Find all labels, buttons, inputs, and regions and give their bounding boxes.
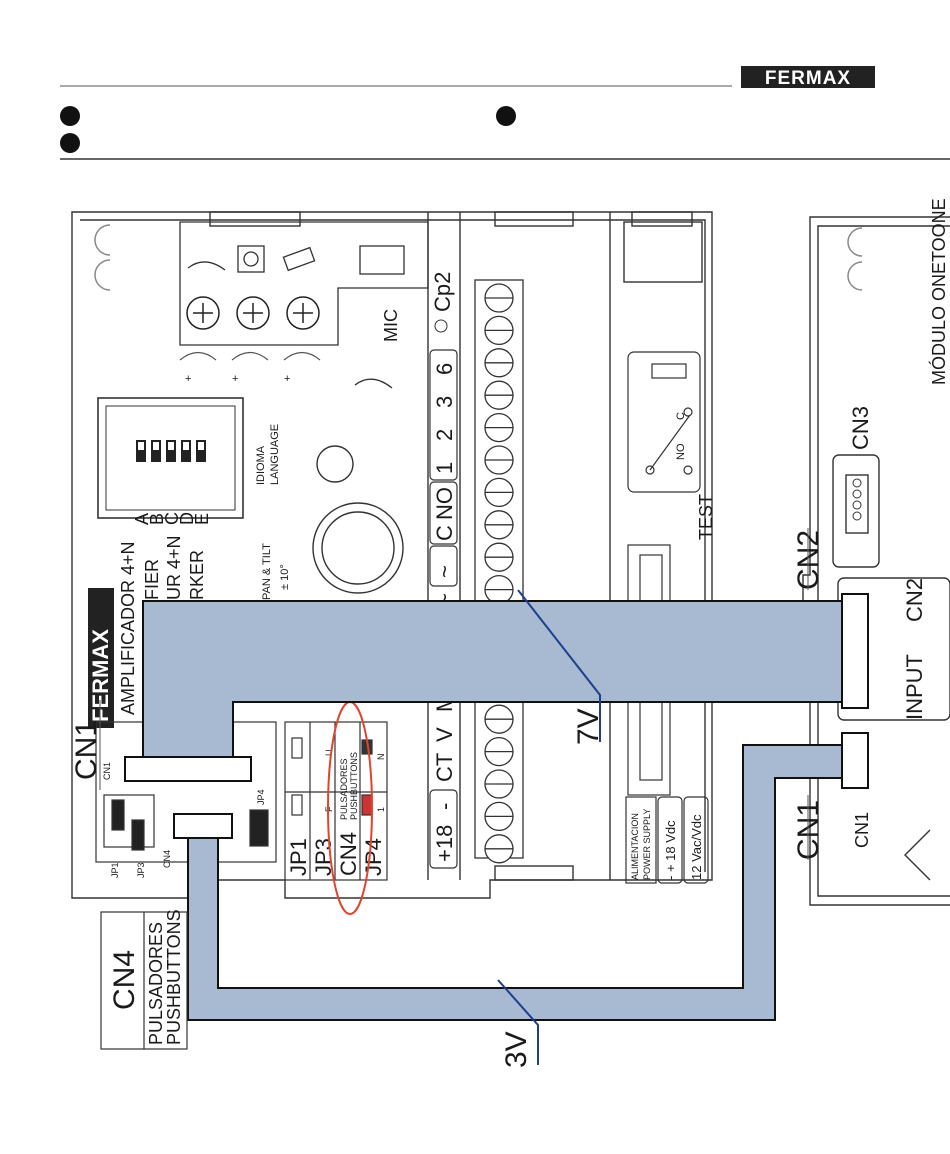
terminal-label-ct: CT	[432, 753, 457, 782]
pushbuttons-en: PUSHBUTTONS	[349, 752, 359, 820]
terminal-label-6: 6	[432, 363, 457, 375]
module-title: MÓDULO ONETOONE	[928, 198, 949, 385]
voltage-pointer-7v	[517, 589, 601, 742]
callout-7v: 7V	[572, 708, 605, 745]
dip-letter-d: D	[177, 512, 197, 525]
ce-mark-icon	[94, 224, 111, 291]
cn4-box-pushbuttons: PUSHBUTTONS	[164, 909, 184, 1045]
mic-label: MIC	[381, 309, 401, 342]
amplifier-line-4: RKER	[187, 550, 207, 600]
terminal-label-plus18: +18	[432, 825, 457, 862]
polarity-marks: + + +	[185, 373, 290, 385]
dip-switch	[97, 397, 244, 519]
jumper-row-jp4: JP4	[361, 838, 386, 876]
small-label-jp1: JP1	[110, 862, 120, 878]
language-label: LANGUAGE	[269, 424, 281, 485]
bullet-dot	[60, 133, 80, 153]
dip-letter-e: E	[192, 513, 212, 525]
svg-text:+: +	[284, 373, 290, 385]
module-cn2-label: CN2	[902, 578, 927, 622]
test-label: TEST	[696, 494, 716, 540]
connector-pins-icon	[852, 478, 862, 521]
power-box	[625, 796, 709, 884]
power-supply-18vdc: - + 18 Vdc	[663, 820, 678, 880]
terminal-label-3: 3	[432, 396, 457, 408]
terminal-label-v: V	[432, 727, 457, 742]
amplifier-line-2: FIER	[142, 559, 162, 600]
test-switch	[627, 351, 701, 493]
power-supply-en: POWER SUPPLY	[642, 809, 652, 880]
small-label-cn4: CN4	[162, 850, 172, 868]
test-switch-no: NO	[675, 443, 687, 460]
terminal-label-boxes	[429, 349, 458, 869]
fermax-header-logo-bg	[741, 66, 875, 88]
cn4-connector	[173, 813, 233, 839]
power-supply-12vac: 12 Vac/Vdc	[689, 814, 704, 880]
module-ce-mark-icon	[847, 227, 863, 291]
svg-text:+: +	[232, 373, 238, 385]
dip-letter-c: C	[162, 512, 182, 525]
amplifier-line-1: AMPLIFICADOR 4+N	[118, 541, 138, 715]
voltage-pointer-3v	[497, 979, 539, 1065]
jumper-col-1: 1	[376, 807, 386, 812]
bullet-dot	[496, 106, 516, 126]
cn4-box-pulsadores: PULSADORES	[146, 922, 166, 1045]
bullet-dot	[60, 106, 80, 126]
power-supply-es: ALIMENTACION	[630, 813, 640, 880]
jumper-row-cn4: CN4	[336, 832, 361, 876]
cn1-module-connector	[841, 732, 869, 789]
camera-lens	[312, 502, 404, 594]
cp2-component-icon	[434, 319, 448, 333]
terminal-label-minus: -	[432, 803, 457, 810]
small-label-jp3: JP3	[136, 862, 146, 878]
module-cn1-label: CN1	[852, 812, 872, 848]
callout-cn1-left: CN1	[70, 720, 103, 780]
dip-letter-b: B	[147, 513, 167, 525]
cn2-module-connector	[841, 593, 869, 709]
small-label-cn1: CN1	[102, 762, 112, 780]
dip-letter-a: A	[132, 513, 152, 525]
callout-3v: 3V	[500, 1031, 533, 1068]
jumper-table	[284, 721, 388, 881]
onetoone-module	[802, 216, 950, 906]
trimmer-arc	[179, 351, 321, 361]
terminal-label-1: 1	[432, 462, 457, 474]
handset-icon	[354, 378, 393, 389]
amplifier-line-3: UR 4+N	[164, 535, 184, 600]
test-switch-c: C	[675, 412, 687, 420]
jumper-col-n: N	[376, 754, 386, 761]
terminal-label-ac1: ~	[432, 565, 457, 578]
idioma-label: IDIOMA	[255, 445, 267, 485]
ribbon-cable-cn4-cn1	[187, 744, 849, 1021]
jumper-row-jp1: JP1	[286, 838, 311, 876]
fermax-panel-logo-bg	[88, 588, 114, 728]
module-input-label: INPUT	[902, 654, 927, 720]
fermax-header-logo: FERMAX	[765, 68, 851, 89]
led-indicator	[316, 445, 354, 483]
pan-tilt-label: PAN & TILT	[261, 543, 273, 600]
svg-text:+: +	[185, 373, 191, 385]
terminal-strip	[474, 279, 524, 864]
trimmer-plus-icon	[186, 296, 320, 330]
cn4-box-title: CN4	[108, 950, 141, 1010]
ribbon-cable-cn1-cn2	[142, 600, 843, 758]
pan-tilt-degrees: ± 10°	[279, 564, 291, 590]
jumper-col-u: U	[324, 750, 334, 757]
top-component-area	[179, 221, 429, 346]
terminal-label-c: C	[432, 525, 457, 541]
cn1-connector	[124, 756, 252, 782]
cp2-label: Cp2	[430, 272, 455, 312]
terminal-label-no: NO	[432, 487, 457, 520]
module-cn3-label: CN3	[848, 406, 873, 450]
terminal-label-2: 2	[432, 429, 457, 441]
pushbuttons-es: PULSADORES	[339, 758, 349, 820]
small-label-jp4: JP4	[256, 789, 266, 805]
